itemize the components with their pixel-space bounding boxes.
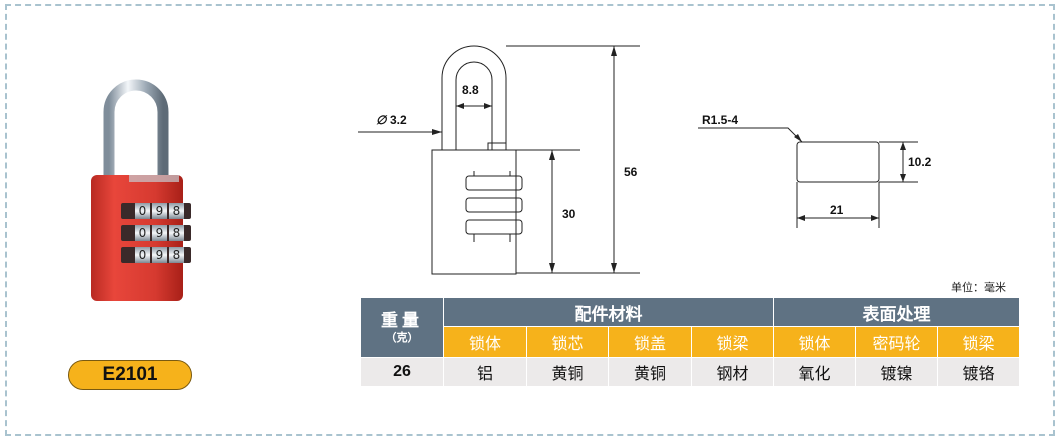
- drawing-dial: [465, 175, 523, 191]
- weight-value: 26: [360, 357, 444, 387]
- dial-digit[interactable]: 9: [152, 203, 167, 219]
- dial-digit[interactable]: 9: [152, 225, 167, 241]
- dial-digit[interactable]: 9: [152, 247, 167, 263]
- dial-digit[interactable]: 8: [169, 225, 184, 241]
- drawing-section: [796, 141, 880, 183]
- dial-digit[interactable]: 0: [135, 247, 150, 263]
- spec-table: 重量 （克） 配件材料 表面处理 锁体 锁芯 锁盖 锁梁 锁体 密码轮 锁梁 2…: [360, 297, 1020, 387]
- dial-row: 0 9 8: [121, 203, 191, 219]
- parts-col-core: 锁芯: [526, 326, 609, 358]
- dial-digit[interactable]: 8: [169, 203, 184, 219]
- weight-unit: （克）: [385, 330, 419, 344]
- dial-digit[interactable]: 0: [135, 203, 150, 219]
- parts-col-cover: 锁盖: [608, 326, 692, 358]
- unit-note: 单位：毫米: [951, 281, 1006, 294]
- dim-total-height: 56: [624, 165, 638, 179]
- drawing-shackle-inner: [455, 61, 493, 150]
- diameter-symbol: ∅: [376, 113, 388, 127]
- page-frame: [5, 4, 1055, 436]
- parts-col-shackle: 锁梁: [691, 326, 774, 358]
- parts-value: 铝: [443, 357, 527, 387]
- weight-header: 重量: [381, 310, 423, 331]
- dim-section-width: 21: [830, 203, 844, 217]
- surface-header: 表面处理: [773, 297, 1020, 327]
- surface-col-body: 锁体: [773, 326, 856, 358]
- product-code-badge: E2101: [68, 360, 192, 390]
- dim-radius: R1.5-4: [702, 113, 738, 127]
- surface-value: 氧化: [773, 357, 856, 387]
- dial-rows: 0 9 8 0 9 8 0 9 8: [121, 203, 191, 273]
- dial-row: 0 9 8: [121, 225, 191, 241]
- dim-body-height: 30: [562, 207, 576, 221]
- drawing-dial: [465, 219, 523, 235]
- surface-value: 镀镍: [855, 357, 938, 387]
- parts-value: 黄铜: [526, 357, 609, 387]
- parts-header: 配件材料: [443, 297, 774, 327]
- dial-row: 0 9 8: [121, 247, 191, 263]
- drawing-shackle-outer: [441, 45, 507, 150]
- surface-value: 镀铬: [937, 357, 1020, 387]
- dial-digit[interactable]: 0: [135, 225, 150, 241]
- drawing-dial: [465, 197, 523, 213]
- padlock-photo: [91, 79, 183, 301]
- surface-col-wheel: 密码轮: [855, 326, 938, 358]
- dim-section-height: 10.2: [908, 155, 932, 169]
- parts-col-body: 锁体: [443, 326, 527, 358]
- technical-drawing: ∅ 3.2 8.8 56 30 R1.5-4 10.2 21: [358, 45, 932, 275]
- dim-shackle-width: 8.8: [462, 83, 479, 97]
- surface-col-shackle: 锁梁: [937, 326, 1020, 358]
- parts-value: 黄铜: [608, 357, 692, 387]
- parts-value: 钢材: [691, 357, 774, 387]
- dim-diameter: 3.2: [390, 113, 407, 127]
- weight-header-cell: 重量 （克）: [360, 297, 444, 358]
- dial-digit[interactable]: 8: [169, 247, 184, 263]
- shackle: [103, 79, 169, 182]
